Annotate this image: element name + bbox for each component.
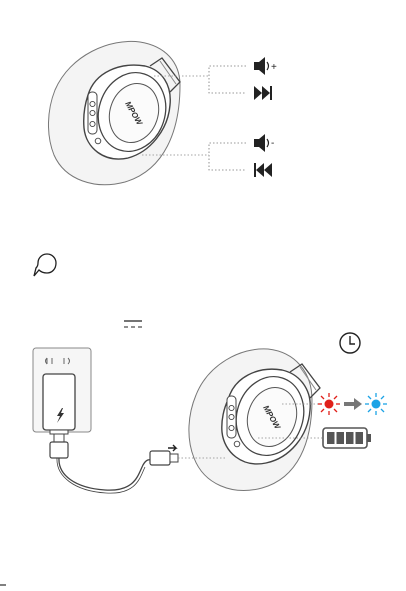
battery-bar	[337, 432, 345, 444]
charger-adapter	[43, 374, 75, 458]
arrow-right-icon	[344, 398, 362, 410]
battery-bar	[346, 432, 354, 444]
battery-full-icon	[323, 428, 371, 448]
side-button-bottom[interactable]	[90, 121, 95, 126]
dc-symbol-icon	[124, 321, 142, 327]
next-track-icon	[254, 86, 272, 100]
previous-track-icon	[254, 163, 272, 177]
bracket-bottom	[209, 143, 246, 170]
headphone-controls-illustration: MPOW	[48, 41, 246, 184]
clock-icon	[340, 333, 360, 353]
battery-bar	[327, 432, 335, 444]
volume-up-plus: +	[271, 62, 277, 73]
info-bubble-icon	[34, 254, 56, 276]
volume-down-minus: -	[271, 138, 274, 149]
volume-down-icon: -	[254, 134, 274, 152]
bracket-top	[209, 66, 246, 93]
side-button-top[interactable]	[90, 101, 95, 106]
audio-port	[95, 138, 101, 144]
led-red-icon	[318, 393, 340, 415]
side-button-middle[interactable]	[90, 110, 95, 115]
headphone-charging-illustration: MPOW	[178, 349, 322, 491]
led-blue-icon	[365, 393, 387, 415]
charging-port	[234, 441, 240, 447]
micro-usb-plug	[150, 445, 178, 465]
battery-bar	[356, 432, 364, 444]
charging-cable	[59, 458, 152, 490]
plug-in-arrow	[168, 445, 176, 451]
volume-up-icon: +	[254, 57, 277, 75]
